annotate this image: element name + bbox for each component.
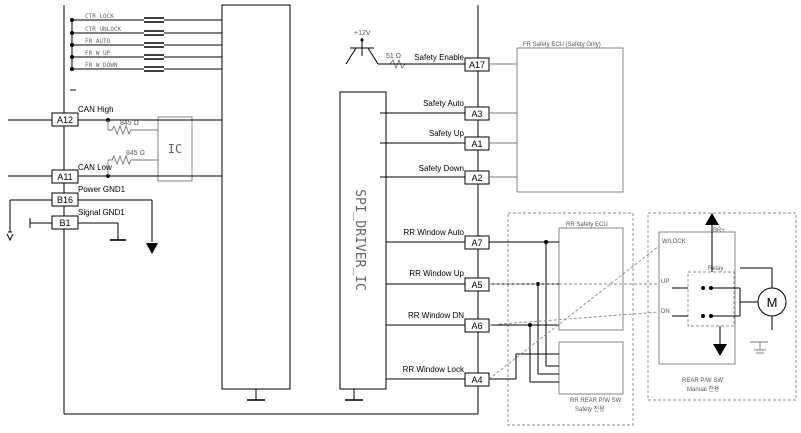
pin-a6-id: A6 — [471, 321, 482, 331]
rear-switch-sub: Manual 전용 — [687, 385, 720, 393]
pin-a4: A4 RR Window Lock — [386, 365, 490, 387]
logic-block — [221, 4, 291, 390]
rr-switch-sub: Safety 전용 — [575, 405, 605, 413]
pin-a7-id: A7 — [471, 238, 482, 248]
power-ground-symbol — [146, 243, 158, 254]
pin-a6: A6 RR Window DN — [386, 311, 490, 333]
relay-label: Relay — [708, 266, 723, 272]
can-section: IC 845 Ω 845 Ω A12 CAN High A11 CAN Low — [8, 105, 222, 184]
rear-switch-title: REAR P/W SW — [682, 378, 723, 384]
fr-safety-ecu: FR Safety ECU (Safety Only) — [516, 42, 624, 193]
right-pin-group: A17 Safety Enable A3 Safety Auto A1 Safe… — [380, 53, 517, 387]
rr-switch-title: RR REAR P/W SW — [570, 398, 622, 404]
pin-a5: A5 RR Window Up — [386, 269, 490, 292]
pin-a4-id: A4 — [471, 375, 482, 385]
pin-b1-label: Signal GND1 — [78, 208, 125, 217]
pin-a6-label: RR Window DN — [408, 311, 464, 320]
rr-ecu-label: RR Safety ECU — [566, 222, 608, 228]
switch-input-4: FR W UP — [70, 50, 222, 60]
pin-a2: A2 Safety Down — [380, 164, 517, 185]
pin-b1: B1 Signal GND1 — [51, 208, 125, 230]
pin-a1-id: A1 — [471, 139, 482, 149]
fr-ecu-label: FR Safety ECU (Safety Only) — [523, 42, 601, 48]
spi-driver-label: SPI_DRIVER_IC — [352, 189, 367, 291]
pin-b16-label: Power GND1 — [78, 185, 126, 194]
pin-a12-label: CAN High — [78, 105, 114, 114]
up-label: UP — [661, 279, 669, 285]
motor-label: M — [767, 295, 778, 310]
rr-safety-area: RR Safety ECU RR REAR P/W SW Safety 전용 — [488, 212, 660, 426]
main-ecu-outline — [63, 5, 479, 415]
switch-label-fr-w-down: FR W DOWN — [85, 62, 118, 69]
pin-b16-id: B16 — [57, 195, 73, 205]
switch-label-fr-auto: FR AUTO — [85, 38, 111, 45]
spi-driver-block — [339, 91, 387, 390]
safety-enable-resistor-label: 51 Ω — [386, 53, 401, 60]
ground-section: B16 Power GND1 B1 Signal GND1 — [6, 185, 158, 254]
can-resistor-1-label: 845 Ω — [120, 120, 139, 127]
switch-input-5: FR W DOWN — [70, 62, 222, 72]
block-ground-symbols — [247, 389, 363, 401]
can-ic-block — [157, 116, 193, 182]
switch-input-2: CTR UNLOCK — [70, 26, 222, 36]
pin-a17: A17 Safety Enable — [380, 53, 517, 72]
relay-ground-icon — [713, 344, 727, 356]
switch-input-3: FR AUTO — [70, 38, 222, 48]
safety-enable-circuit: +12V 51 Ω — [345, 30, 465, 70]
br-plus-label: BR+ — [713, 228, 725, 234]
pin-a17-label: Safety Enable — [414, 53, 464, 62]
can-resistor-2-label: 845 Ω — [126, 150, 145, 157]
pin-a17-id: A17 — [469, 60, 485, 70]
pin-a3-label: Safety Auto — [423, 99, 464, 108]
pin-a12-id: A12 — [57, 115, 73, 125]
br-plus-arrow-icon — [705, 213, 719, 225]
rear-manual-switch: REAR P/W SW Manual 전용 W/LOCK BR+ Relay U… — [647, 212, 797, 401]
pin-a2-label: Safety Down — [419, 164, 464, 173]
pin-a7: A7 RR Window Auto — [386, 228, 490, 250]
wlock-label: W/LOCK — [662, 239, 686, 245]
switch-input-group: CTR LOCK CTR UNLOCK FR AUTO FR W UP — [70, 13, 222, 91]
pin-a3: A3 Safety Auto — [380, 99, 517, 121]
pin-a11: A11 CAN Low — [51, 163, 112, 184]
dn-label: DN — [661, 309, 670, 315]
pin-a2-id: A2 — [471, 173, 482, 183]
supply-12v-label: +12V — [354, 30, 371, 37]
pin-a1-label: Safety Up — [429, 129, 465, 138]
pin-a11-label: CAN Low — [78, 163, 112, 172]
pin-b16: B16 Power GND1 — [51, 185, 126, 207]
switch-label-ctr-lock: CTR LOCK — [85, 13, 114, 20]
pin-b1-id: B1 — [59, 218, 70, 228]
pin-a11-id: A11 — [57, 172, 72, 182]
pin-a5-label: RR Window Up — [409, 269, 464, 278]
pin-a3-id: A3 — [471, 109, 482, 119]
switch-label-ctr-unlock: CTR UNLOCK — [85, 26, 122, 33]
switch-input-1: CTR LOCK — [70, 13, 222, 23]
switch-label-fr-w-up: FR W UP — [85, 50, 111, 57]
pin-a1: A1 Safety Up — [380, 129, 517, 151]
pin-a12: A12 CAN High — [51, 105, 114, 127]
pin-a5-id: A5 — [471, 280, 482, 290]
can-ic-label: IC — [168, 142, 182, 156]
pin-a4-label: RR Window Lock — [403, 365, 465, 374]
pin-a7-label: RR Window Auto — [404, 228, 465, 237]
